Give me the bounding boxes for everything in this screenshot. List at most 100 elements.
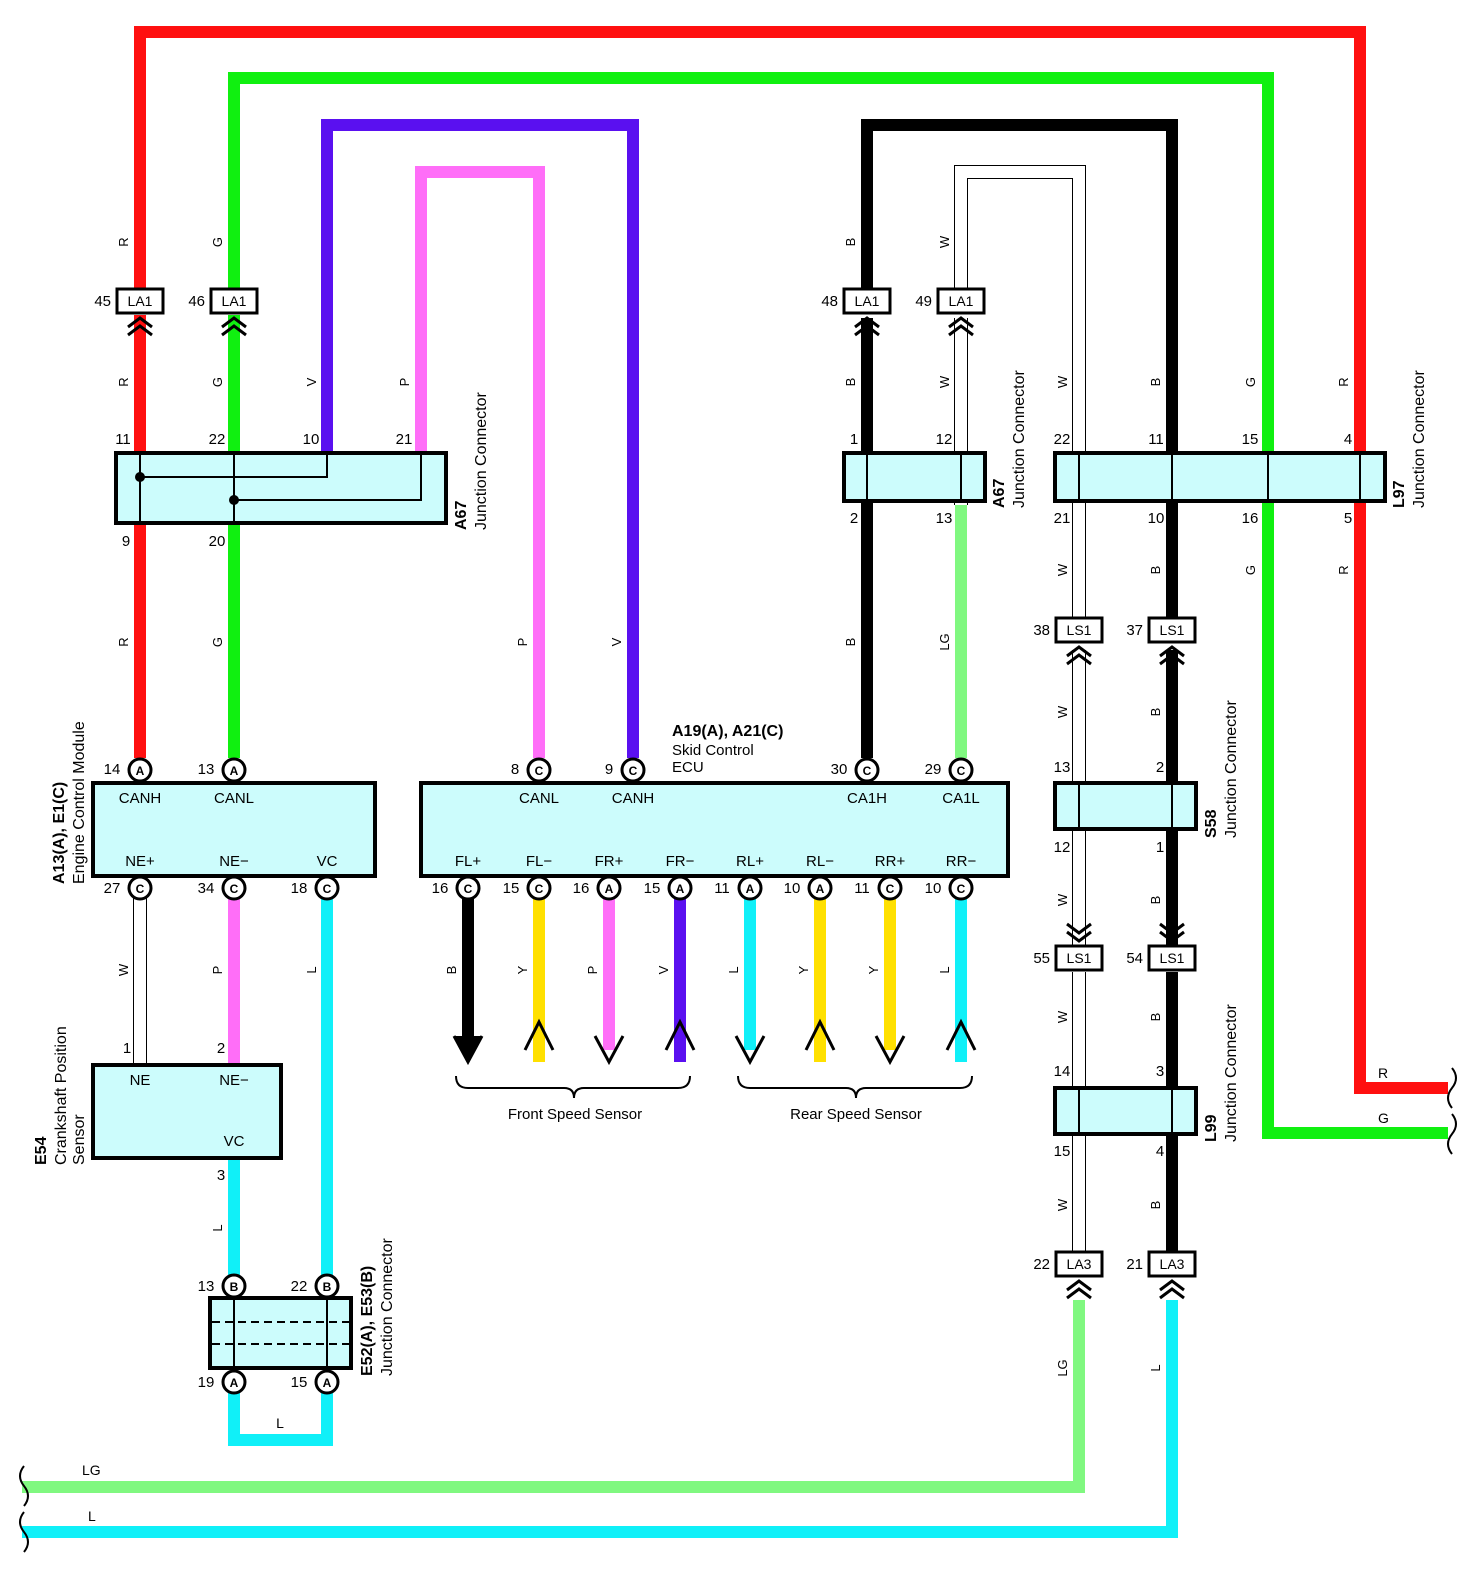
wire-label: W bbox=[1055, 705, 1070, 718]
wire-label: W bbox=[1055, 1198, 1070, 1211]
pin-number: 13 bbox=[936, 510, 953, 527]
s58-connector bbox=[1053, 781, 1198, 831]
pin-number: 20 bbox=[209, 533, 226, 550]
pin-number: 15 bbox=[1242, 431, 1259, 448]
chevron-up-icon bbox=[1159, 1279, 1185, 1292]
pin-number: 3 bbox=[1156, 1063, 1164, 1080]
connector-letter: C bbox=[230, 882, 239, 896]
wire-label: B bbox=[843, 238, 858, 247]
wire-label: LG bbox=[937, 633, 952, 650]
inline-connector-name: LA1 bbox=[222, 293, 247, 309]
skid-ecu-code: A19(A), A21(C) bbox=[672, 723, 783, 740]
inline-connector-name: LS1 bbox=[1160, 950, 1185, 966]
pin-number: 8 bbox=[511, 761, 519, 778]
pin-number: 9 bbox=[605, 761, 613, 778]
chevron-up-icon bbox=[854, 316, 880, 329]
inline-connector-name: LA1 bbox=[855, 293, 880, 309]
arrow-down-icon bbox=[734, 1035, 766, 1066]
pin-label: RR+ bbox=[875, 853, 906, 870]
chevron-up-icon bbox=[1066, 653, 1092, 666]
chevron-up-icon bbox=[948, 316, 974, 329]
pin-number: 15 bbox=[503, 880, 520, 897]
pin-number: 4 bbox=[1156, 1143, 1164, 1160]
pin-number: 16 bbox=[432, 880, 449, 897]
pin-number: 13 bbox=[198, 761, 215, 778]
wire-label: B bbox=[1148, 1013, 1163, 1022]
break-mark-icon bbox=[1447, 1067, 1457, 1109]
l97-name: Junction Connector bbox=[1411, 369, 1428, 508]
wire-label-l-end: L bbox=[88, 1508, 96, 1524]
arrow-down-icon bbox=[593, 1035, 625, 1066]
connector-letter: C bbox=[535, 764, 544, 778]
pin-number: 14 bbox=[1054, 1063, 1071, 1080]
pin-number: 21 bbox=[396, 431, 413, 448]
pin-number: 21 bbox=[1126, 1256, 1143, 1273]
pin-number: 3 bbox=[217, 1167, 225, 1184]
arrow-up-icon bbox=[664, 1018, 696, 1051]
pin-number: 11 bbox=[714, 880, 730, 897]
e52-name: Junction Connector bbox=[379, 1237, 396, 1376]
chevron-up-icon bbox=[1066, 645, 1092, 658]
a67-right-code: A67 bbox=[991, 479, 1008, 508]
pin-number: 9 bbox=[122, 533, 130, 550]
wire-label: G bbox=[210, 377, 225, 387]
chevron-down-icon bbox=[1066, 930, 1092, 943]
pin-number: 15 bbox=[291, 1374, 308, 1391]
l97-connector bbox=[1053, 451, 1387, 503]
wire-pink bbox=[415, 166, 545, 758]
pin-label: FL− bbox=[526, 853, 553, 870]
pin-circles bbox=[127, 757, 974, 1395]
pin-number: 27 bbox=[104, 880, 121, 897]
pin-label: FR− bbox=[666, 853, 695, 870]
pin-number: 15 bbox=[1054, 1143, 1071, 1160]
pin-number: 30 bbox=[831, 761, 848, 778]
pin-number: 10 bbox=[784, 880, 801, 897]
ecm-name: Engine Control Module bbox=[71, 721, 88, 884]
wire-label: LG bbox=[1055, 1359, 1070, 1376]
wire-label: W bbox=[1055, 375, 1070, 388]
pin-number: 15 bbox=[644, 880, 661, 897]
wire-label: G bbox=[210, 237, 225, 247]
brace-front bbox=[455, 1075, 691, 1099]
wire-label: L bbox=[937, 966, 952, 973]
pin-label: RR− bbox=[946, 853, 977, 870]
pin-number: 11 bbox=[115, 431, 131, 448]
pin-number: 45 bbox=[94, 293, 111, 310]
pin-number: 12 bbox=[1054, 839, 1071, 856]
pin-number: 19 bbox=[198, 1374, 215, 1391]
skid-ecu-name-2: ECU bbox=[672, 759, 704, 776]
connector-letter: A bbox=[136, 764, 145, 778]
chevron-up-icon bbox=[1159, 645, 1185, 658]
pin-number: 11 bbox=[1148, 431, 1164, 448]
pin-number: 16 bbox=[1242, 510, 1259, 527]
wire-l-bottom bbox=[22, 1300, 1178, 1538]
wire-label: W bbox=[937, 235, 952, 248]
wire-label: R bbox=[116, 237, 131, 246]
wire-label: R bbox=[1336, 377, 1351, 386]
pin-number: 29 bbox=[925, 761, 942, 778]
connector-letter: A bbox=[816, 882, 825, 896]
wire-label: Y bbox=[866, 965, 881, 974]
e52-connector bbox=[208, 1296, 353, 1370]
wire-label: V bbox=[304, 377, 319, 386]
pin-label: NE bbox=[130, 1072, 151, 1089]
connector-letter: C bbox=[323, 882, 332, 896]
pin-number: 22 bbox=[209, 431, 226, 448]
pin-number: 22 bbox=[1033, 1256, 1050, 1273]
l99-connector bbox=[1053, 1086, 1198, 1136]
pin-label: RL− bbox=[806, 853, 834, 870]
connector-letter: C bbox=[957, 764, 966, 778]
chevron-up-icon bbox=[1066, 1287, 1092, 1300]
wire-label: P bbox=[515, 638, 530, 647]
wire-label: B bbox=[843, 638, 858, 647]
wire-label-r-end: R bbox=[1378, 1065, 1388, 1081]
pin-number: 13 bbox=[1054, 759, 1071, 776]
pin-number: 18 bbox=[291, 880, 308, 897]
wire-label: Y bbox=[796, 965, 811, 974]
wire-label: G bbox=[210, 637, 225, 647]
wire-label: Y bbox=[515, 965, 530, 974]
e54-code: E54 bbox=[33, 1136, 50, 1165]
s58-code: S58 bbox=[1203, 809, 1220, 838]
